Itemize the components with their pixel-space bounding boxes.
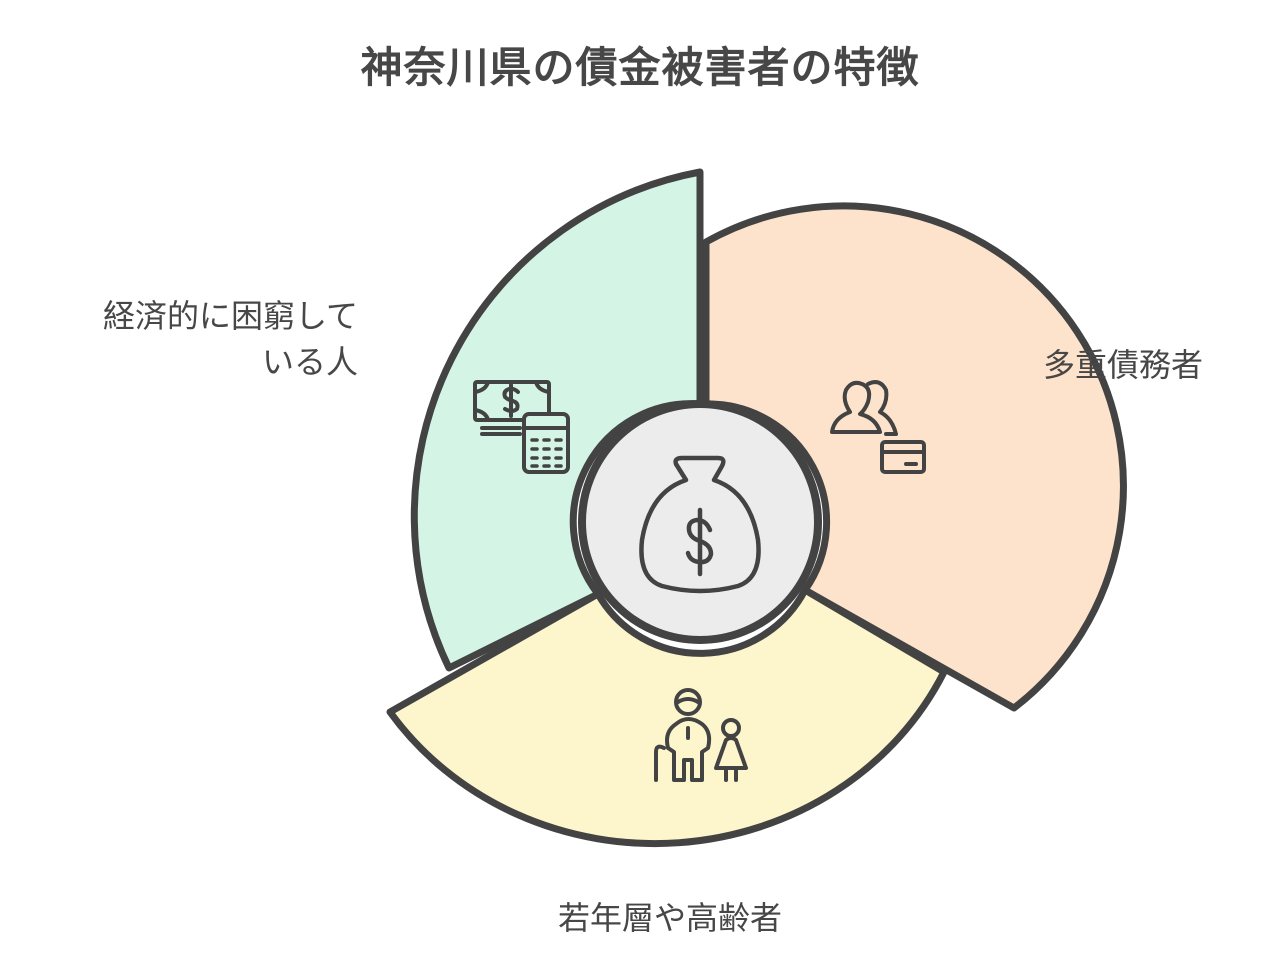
elderly-child-icon [654,688,748,782]
label-line-2: いる人 [261,343,358,381]
segment-young-elderly[interactable] [386,586,948,848]
segment-label-young-elderly: 若年層や高齢者 [558,899,783,937]
segment-label-multiple-debtors: 多重債務者 [1043,346,1204,384]
money-bag-icon [639,455,761,594]
page-title: 神奈川県の債金被害者の特徴 [0,34,1280,95]
segment-label-economic: 経済的に困窮して いる人 [18,293,358,385]
users-card-icon [830,380,926,474]
title-text: 神奈川県の債金被害者の特徴 [360,43,920,92]
label-line-1: 経済的に困窮して [102,297,358,335]
cash-calculator-icon [473,380,570,474]
